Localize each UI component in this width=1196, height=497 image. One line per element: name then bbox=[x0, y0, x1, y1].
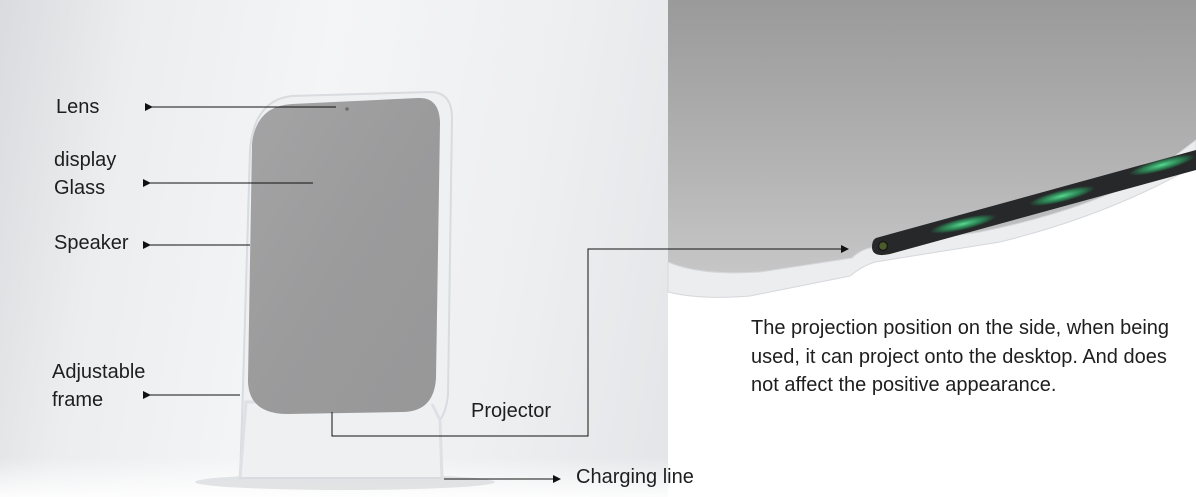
projector-glow-1 bbox=[929, 214, 997, 234]
label-lens: Lens bbox=[56, 96, 100, 118]
projector-glow-2 bbox=[1028, 185, 1096, 207]
label-display-glass: display Glass bbox=[54, 149, 117, 199]
label-charging-line: Charging line bbox=[576, 466, 694, 488]
projection-description: The projection position on the side, whe… bbox=[751, 317, 1170, 396]
leader-projector bbox=[331, 245, 849, 437]
label-projector: Projector bbox=[471, 400, 552, 422]
label-adjustable-frame: Adjustable frame bbox=[52, 361, 146, 411]
closeup-edge bbox=[667, 139, 1196, 298]
display-glass bbox=[248, 97, 440, 414]
frame-leg-right bbox=[430, 403, 444, 479]
label-speaker: Speaker bbox=[54, 232, 129, 254]
projector-glow-3 bbox=[1129, 154, 1195, 176]
lens-dot bbox=[345, 107, 349, 111]
projector-lens bbox=[877, 240, 889, 252]
